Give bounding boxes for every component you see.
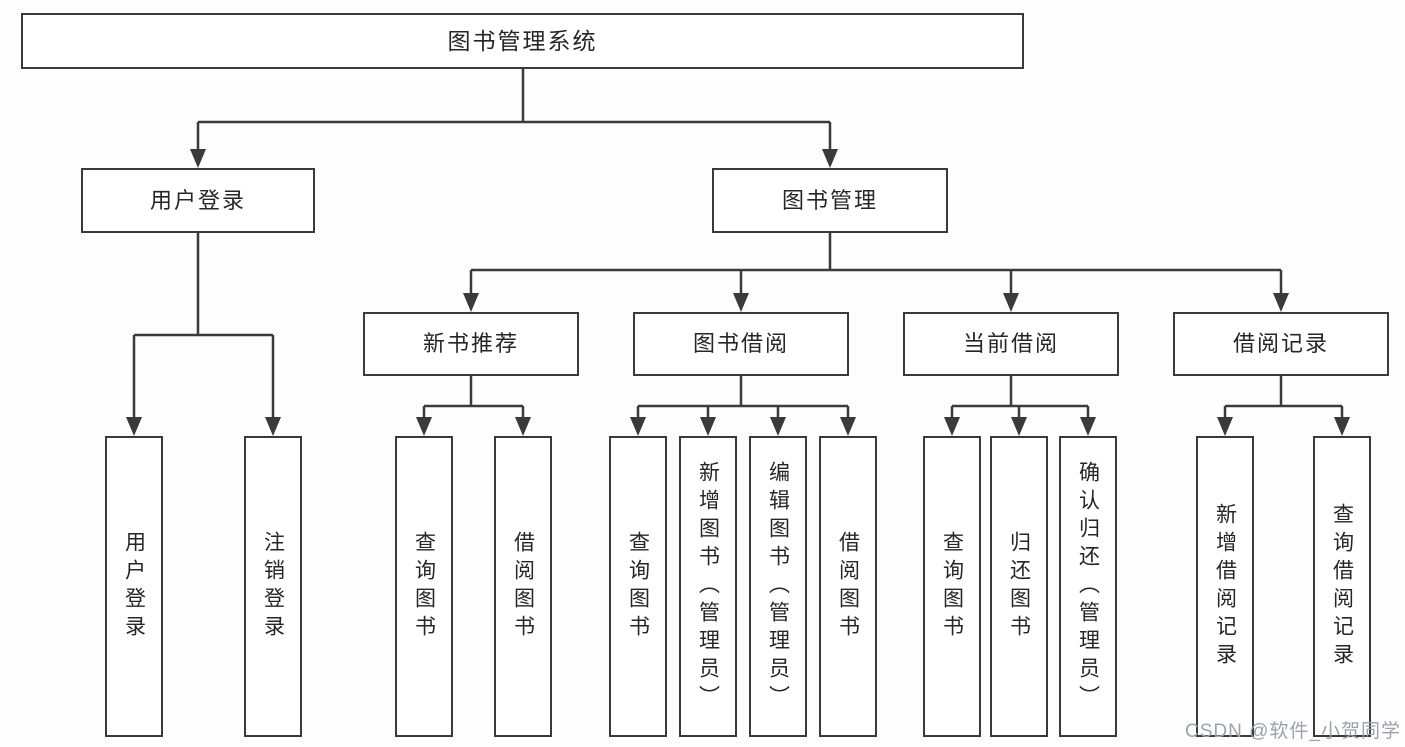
node-label: 借阅记录 bbox=[1232, 331, 1329, 356]
leaf-bb-edit-books-admin: 编辑图书（管理员） bbox=[749, 436, 807, 737]
node-label: 当前借阅 bbox=[962, 331, 1059, 356]
node-book-borrowing: 图书借阅 bbox=[633, 312, 849, 376]
leaf-label: 查询图书 bbox=[940, 530, 964, 643]
connector-root-to-level2 bbox=[190, 69, 838, 168]
leaf-bb-borrow-books: 借阅图书 bbox=[819, 436, 877, 737]
leaf-cb-query-books: 查询图书 bbox=[923, 436, 981, 737]
node-label: 图书管理系统 bbox=[447, 27, 598, 54]
csdn-watermark: CSDN @软件_小贺同学 bbox=[1185, 721, 1401, 742]
leaf-label: 借阅图书 bbox=[511, 530, 535, 643]
node-new-book-recommendation: 新书推荐 bbox=[363, 312, 579, 376]
leaf-label: 查询图书 bbox=[412, 530, 436, 643]
leaf-bb-add-books-admin: 新增图书（管理员） bbox=[679, 436, 737, 737]
leaf-br-add-record: 新增借阅记录 bbox=[1196, 436, 1254, 737]
connector-book-borrow-children bbox=[630, 376, 856, 436]
leaf-nbr-borrow-books: 借阅图书 bbox=[494, 436, 552, 737]
leaf-label: 注销登录 bbox=[261, 530, 285, 643]
leaf-user-login: 用户登录 bbox=[105, 436, 163, 737]
leaf-br-query-record: 查询借阅记录 bbox=[1313, 436, 1371, 737]
connector-new-book-rec-children bbox=[416, 376, 531, 436]
connector-current-borrow-children bbox=[944, 376, 1096, 436]
leaf-label: 用户登录 bbox=[122, 530, 146, 643]
leaf-label: 查询图书 bbox=[626, 530, 650, 643]
connector-book-management-children bbox=[463, 233, 1289, 312]
leaf-label: 新增图书（管理员） bbox=[696, 460, 720, 713]
leaf-logout: 注销登录 bbox=[244, 436, 302, 737]
node-label: 图书管理 bbox=[781, 187, 878, 213]
connector-borrow-records-children bbox=[1217, 376, 1350, 436]
leaf-bb-query-books: 查询图书 bbox=[609, 436, 667, 737]
node-user-login: 用户登录 bbox=[81, 168, 315, 233]
leaf-label: 归还图书 bbox=[1007, 530, 1031, 643]
leaf-label: 查询借阅记录 bbox=[1330, 502, 1354, 671]
connector-user-login-children bbox=[126, 233, 281, 436]
leaf-nbr-query-books: 查询图书 bbox=[395, 436, 453, 737]
leaf-cb-return-books: 归还图书 bbox=[990, 436, 1048, 737]
leaf-cb-confirm-return-admin: 确认归还（管理员） bbox=[1059, 436, 1117, 737]
node-book-management: 图书管理 bbox=[712, 168, 948, 233]
node-label: 新书推荐 bbox=[422, 331, 519, 356]
leaf-label: 编辑图书（管理员） bbox=[766, 460, 790, 713]
node-borrowing-records: 借阅记录 bbox=[1173, 312, 1389, 376]
node-label: 图书借阅 bbox=[692, 331, 789, 356]
node-label: 用户登录 bbox=[149, 187, 246, 213]
leaf-label: 借阅图书 bbox=[836, 530, 860, 643]
node-root-library-system: 图书管理系统 bbox=[21, 13, 1024, 69]
leaf-label: 新增借阅记录 bbox=[1213, 502, 1237, 671]
leaf-label: 确认归还（管理员） bbox=[1076, 460, 1100, 713]
node-current-borrowing: 当前借阅 bbox=[903, 312, 1119, 376]
